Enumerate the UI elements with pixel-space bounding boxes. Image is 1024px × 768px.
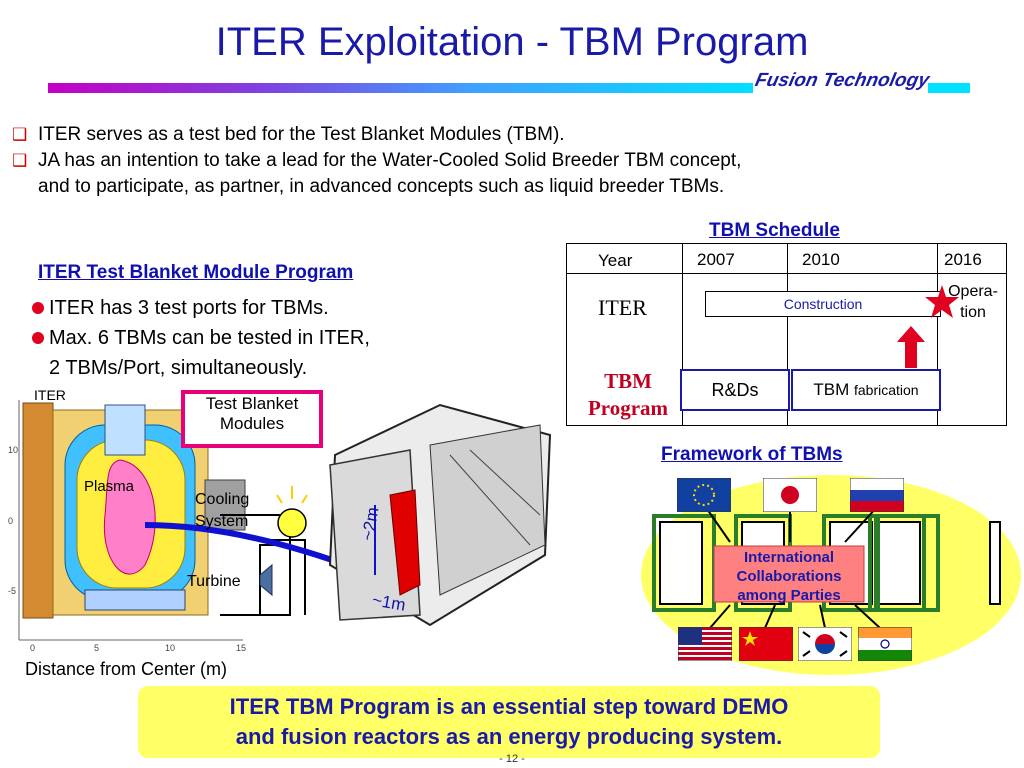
test-port-drawing xyxy=(328,403,552,627)
plasma-label: Plasma xyxy=(84,478,135,495)
x-tick: 5 xyxy=(94,643,100,653)
eu-flag-icon xyxy=(677,478,731,512)
intro-bullets: ❑ ITER serves as a test bed for the Test… xyxy=(12,122,1012,200)
japan-flag-icon xyxy=(763,478,817,512)
x-axis-label: Distance from Center (m) xyxy=(25,659,228,679)
year-2010: 2010 xyxy=(802,250,840,269)
framework-diagram xyxy=(641,475,1021,675)
bullet-item-continued: and to participate, as partner, in advan… xyxy=(38,176,725,197)
brand-label: Fusion Technology xyxy=(753,70,932,91)
up-arrow-icon xyxy=(897,326,925,368)
tbm-program-heading: ITER Test Blanket Module Program xyxy=(38,262,354,283)
party-box xyxy=(877,521,921,605)
checkbox-bullet-icon: ❑ xyxy=(12,151,28,170)
red-dot-icon xyxy=(32,332,44,344)
year-label: Year xyxy=(598,251,633,270)
tbm-point: ITER has 3 test ports for TBMs. xyxy=(32,293,329,323)
y-tick: 0 xyxy=(8,516,14,526)
bullet-item: ❑ JA has an intention to take a lead for… xyxy=(12,148,1012,174)
usa-flag-icon xyxy=(678,627,732,661)
y-tick: 10 xyxy=(8,445,19,455)
bullet-item: ❑ ITER serves as a test bed for the Test… xyxy=(12,122,1012,148)
iter-label: ITER xyxy=(34,387,66,403)
party-box xyxy=(659,521,703,605)
page-title: ITER Exploitation - TBM Program xyxy=(215,20,809,64)
title-band-end xyxy=(928,83,970,93)
india-flag-icon xyxy=(858,627,912,661)
checkbox-bullet-icon: ❑ xyxy=(12,125,28,144)
x-tick: 0 xyxy=(30,643,36,653)
star-icon xyxy=(925,285,959,318)
title-underline-band xyxy=(48,83,753,93)
turbine-label: Turbine xyxy=(187,573,241,590)
party-box xyxy=(989,521,1001,605)
year-2016: 2016 xyxy=(944,250,982,269)
framework-heading: Framework of TBMs xyxy=(661,444,843,465)
china-flag-icon xyxy=(739,627,793,661)
iter-row-label: ITER xyxy=(598,295,647,320)
construction-bar: Construction xyxy=(705,291,941,317)
rds-box: R&Ds xyxy=(680,369,790,411)
korea-flag-icon xyxy=(798,627,852,661)
y-tick: -5 xyxy=(8,586,17,596)
year-2007: 2007 xyxy=(697,250,735,269)
russia-flag-icon xyxy=(850,478,904,512)
fabrication-box: TBM fabrication xyxy=(791,369,941,411)
tbm-point-continued: 2 TBMs/Port, simultaneously. xyxy=(49,357,308,379)
tbm-schedule-heading: TBM Schedule xyxy=(709,220,840,241)
x-tick: 10 xyxy=(165,643,176,653)
x-tick: 15 xyxy=(236,643,247,653)
summary-banner: ITER TBM Program is an essential step to… xyxy=(138,686,880,758)
operation-label: Opera-tion xyxy=(948,283,998,321)
page-number: - 12 - xyxy=(499,753,525,765)
tbm-point: Max. 6 TBMs can be tested in ITER, xyxy=(32,323,370,353)
red-dot-icon xyxy=(32,302,44,314)
